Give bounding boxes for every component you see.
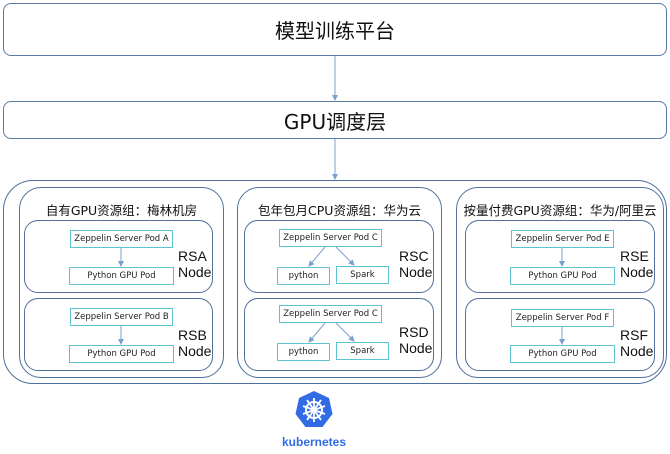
node-name: RSA: [178, 248, 207, 264]
platform-layer-label: 模型训练平台: [275, 19, 395, 43]
python-gpu-pod: Python GPU Pod: [69, 267, 174, 285]
zeppelin-server-pod: Zeppelin Server Pod C: [279, 229, 382, 247]
node-rsb: [24, 298, 213, 371]
spark-pod: Spark: [336, 342, 389, 360]
group-title: 包年包月CPU资源组：华为云: [258, 203, 421, 218]
zeppelin-server-pod: Zeppelin Server Pod A: [70, 230, 173, 248]
resource-group-own-gpu: 自有GPU资源组：梅林机房: [19, 187, 224, 378]
platform-layer: 模型训练平台: [3, 3, 667, 56]
kubernetes-wordmark: kubernetes: [281, 435, 347, 449]
node-type: Node: [399, 340, 433, 356]
zeppelin-server-pod: Zeppelin Server Pod C: [279, 305, 382, 323]
node-rse: [465, 220, 655, 293]
node-type: Node: [620, 264, 654, 280]
group-title: 按量付费GPU资源组：华为/阿里云: [463, 203, 657, 218]
spark-pod: Spark: [336, 266, 389, 284]
python-gpu-pod: Python GPU Pod: [510, 345, 615, 363]
zeppelin-server-pod: Zeppelin Server Pod B: [70, 308, 173, 326]
node-type: Node: [620, 343, 654, 359]
node-rsa: [24, 220, 213, 293]
node-name: RSB: [178, 327, 207, 343]
group-title: 自有GPU资源组：梅林机房: [45, 203, 198, 218]
kubernetes-logo-icon: [295, 391, 333, 427]
python-gpu-pod: Python GPU Pod: [510, 267, 615, 285]
resource-group-cpu: 包年包月CPU资源组：华为云: [237, 187, 442, 378]
node-name: RSE: [620, 248, 649, 264]
node-rsf: [465, 298, 655, 371]
node-name: RSD: [399, 324, 429, 340]
kubernetes-cluster: [3, 180, 667, 384]
node-name: RSC: [399, 248, 429, 264]
python-gpu-pod: Python GPU Pod: [69, 345, 174, 363]
resource-group-pay-gpu: 按量付费GPU资源组：华为/阿里云: [456, 187, 664, 378]
node-rsc: [244, 220, 434, 293]
node-name: RSF: [620, 327, 648, 343]
node-type: Node: [399, 264, 433, 280]
scheduler-layer: GPU调度层: [3, 101, 667, 139]
node-type: Node: [178, 264, 212, 280]
zeppelin-server-pod: Zeppelin Server Pod E: [511, 230, 614, 248]
scheduler-layer-label: GPU调度层: [283, 109, 387, 134]
node-rsd: [244, 298, 434, 371]
python-pod: python: [277, 267, 330, 285]
node-type: Node: [178, 343, 212, 359]
zeppelin-server-pod: Zeppelin Server Pod F: [511, 309, 614, 327]
python-pod: python: [277, 343, 330, 361]
